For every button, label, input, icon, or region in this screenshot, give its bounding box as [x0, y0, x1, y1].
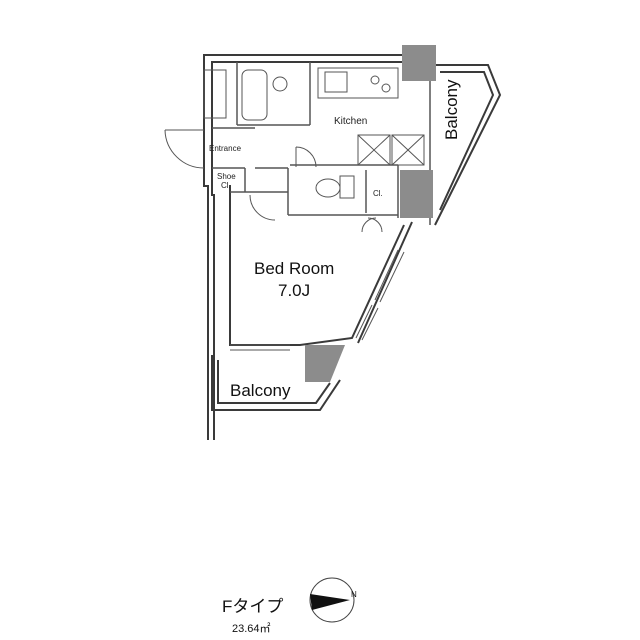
- closet-label: Cl.: [373, 189, 383, 198]
- entrance-label: Entrance: [209, 144, 242, 153]
- shoe-closet-label-2: Cl.: [221, 181, 231, 190]
- toilet-icon: [315, 178, 341, 198]
- unit-type: Fタイプ: [222, 597, 283, 616]
- shoe-closet-label: Shoe: [217, 172, 236, 181]
- kitchen-label: Kitchen: [334, 116, 367, 127]
- bathroom-fixtures: [203, 69, 288, 121]
- bedroom-doors: [249, 194, 383, 233]
- structural-columns: [305, 45, 436, 382]
- kitchen-counter: [317, 67, 399, 99]
- balcony-top-label: Balcony: [442, 79, 461, 140]
- fridge-space: [357, 134, 391, 166]
- storage-space: [391, 134, 425, 166]
- interior-walls: [212, 62, 431, 225]
- toilet-fixtures: [295, 146, 355, 199]
- bedroom-windows: [355, 249, 405, 341]
- north-arrow-icon: N: [309, 577, 357, 623]
- kitchen-fixtures: [317, 67, 425, 166]
- stove-burner-icon: [381, 83, 391, 93]
- entrance-door: [164, 129, 205, 169]
- balcony-door: [230, 344, 290, 351]
- washbasin-icon: [272, 76, 288, 92]
- compass-label: N: [351, 590, 357, 599]
- sink-icon: [324, 71, 348, 93]
- washing-machine-space: [203, 69, 227, 119]
- stove-burner-icon: [370, 75, 380, 85]
- bedroom-name: Bed Room: [254, 259, 334, 278]
- bathtub-icon: [241, 69, 268, 121]
- unit-area: 23.64㎡: [232, 622, 271, 635]
- bedroom-size: 7.0J: [278, 281, 310, 300]
- balcony-bottom-label: Balcony: [230, 381, 291, 400]
- outer-walls: [203, 54, 502, 440]
